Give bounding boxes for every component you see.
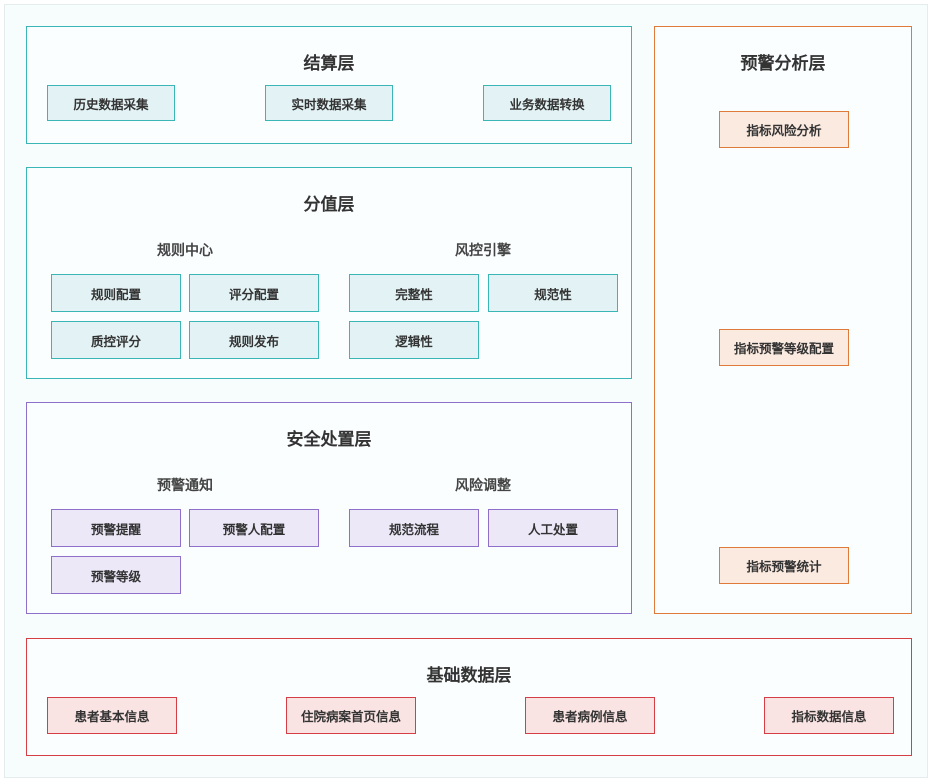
- rule-center-title: 规则中心: [157, 243, 213, 259]
- score-layer: 分值层 规则中心 风控引擎 规则配置 评分配置 质控评分 规则发布 完整性 规范…: [26, 167, 632, 379]
- risk-engine-title: 风控引擎: [455, 243, 511, 259]
- alert-person-config-box: 预警人配置: [189, 509, 319, 547]
- base-data-layer: 基础数据层 患者基本信息 住院病案首页信息 患者病例信息 指标数据信息: [26, 638, 912, 756]
- score-layer-title: 分值层: [303, 195, 355, 215]
- completeness-box: 完整性: [349, 274, 479, 312]
- patient-case-info-box: 患者病例信息: [525, 697, 655, 734]
- settlement-item-realtime: 实时数据采集: [265, 85, 393, 121]
- settlement-item-history: 历史数据采集: [47, 85, 175, 121]
- alert-reminder-box: 预警提醒: [51, 509, 181, 547]
- alert-notice-title: 预警通知: [157, 478, 213, 494]
- warning-analysis-layer: 预警分析层 指标风险分析 指标预警等级配置 指标预警统计: [654, 26, 912, 614]
- risk-adjust-title: 风险调整: [455, 478, 511, 494]
- indicator-alert-level-config-box: 指标预警等级配置: [719, 329, 849, 366]
- standardization-box: 规范性: [488, 274, 618, 312]
- inpatient-record-home-box: 住院病案首页信息: [286, 697, 416, 734]
- logic-box: 逻辑性: [349, 321, 479, 359]
- settlement-item-convert: 业务数据转换: [483, 85, 611, 121]
- alert-level-box: 预警等级: [51, 556, 181, 594]
- manual-handling-box: 人工处置: [488, 509, 618, 547]
- warning-layer-title: 预警分析层: [740, 54, 826, 74]
- security-layer: 安全处置层 预警通知 风险调整 预警提醒 预警人配置 预警等级 规范流程 人工处…: [26, 402, 632, 614]
- standard-process-box: 规范流程: [349, 509, 479, 547]
- indicator-data-info-box: 指标数据信息: [764, 697, 894, 734]
- qc-score-box: 质控评分: [51, 321, 181, 359]
- rule-publish-box: 规则发布: [189, 321, 319, 359]
- settlement-layer: 结算层 历史数据采集 实时数据采集 业务数据转换: [26, 26, 632, 144]
- indicator-risk-analysis-box: 指标风险分析: [719, 111, 849, 148]
- score-config-box: 评分配置: [189, 274, 319, 312]
- patient-basic-info-box: 患者基本信息: [47, 697, 177, 734]
- settlement-layer-title: 结算层: [303, 54, 355, 74]
- indicator-alert-stats-box: 指标预警统计: [719, 547, 849, 584]
- base-layer-title: 基础数据层: [426, 666, 512, 686]
- security-layer-title: 安全处置层: [286, 430, 372, 450]
- rule-config-box: 规则配置: [51, 274, 181, 312]
